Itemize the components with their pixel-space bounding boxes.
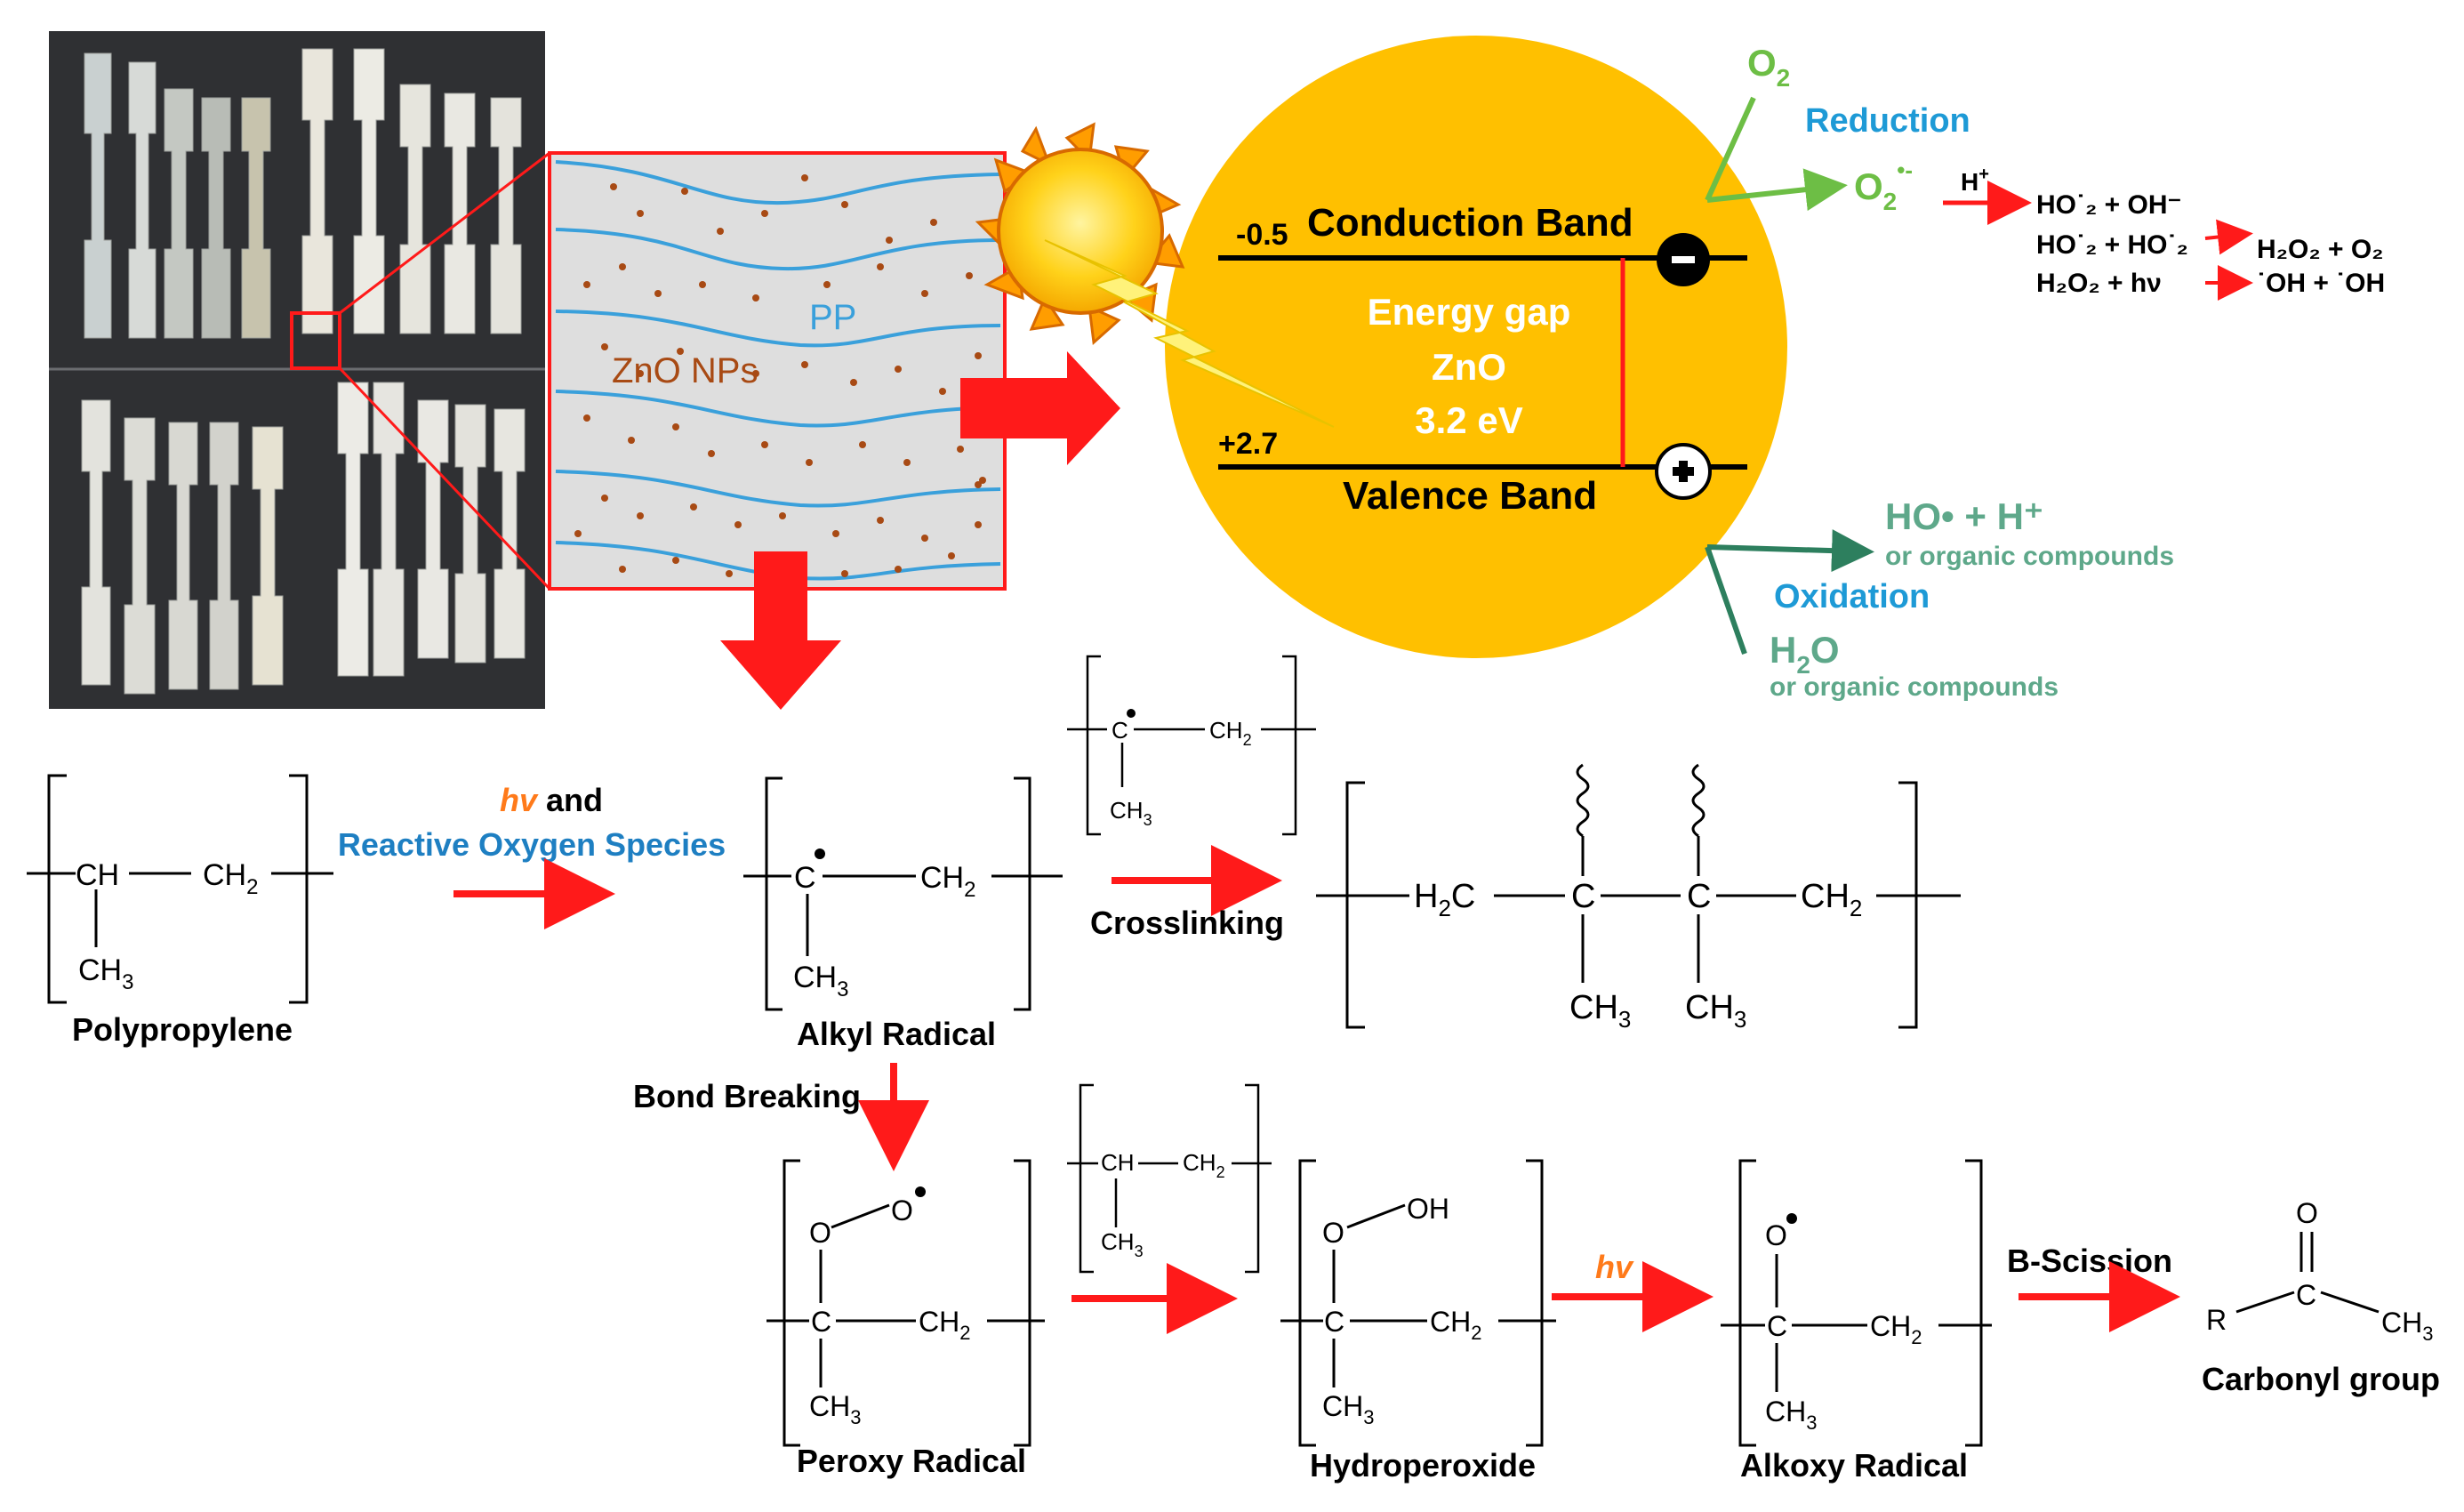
valence-band-label: Valence Band xyxy=(1343,474,1597,518)
carbonyl-r: R xyxy=(2206,1304,2227,1336)
small-pp-ch3: CH3 xyxy=(1101,1228,1144,1260)
polypropylene-structure xyxy=(27,774,333,1004)
hydroperoxide-c: C xyxy=(1324,1306,1344,1338)
hydroperoxide-label: Hydroperoxide xyxy=(1310,1447,1536,1484)
alkoxy-radical-structure xyxy=(1721,1159,1992,1447)
peroxy-radical-dot xyxy=(915,1186,926,1197)
zoom-line-bottom xyxy=(338,366,551,591)
zno-label: ZnO NPs xyxy=(612,351,758,390)
alkoxy-c: C xyxy=(1767,1310,1787,1342)
crosslinked-structure xyxy=(1316,763,1961,1029)
small-alkyl-ch3: CH3 xyxy=(1110,797,1152,829)
alkoxy-ch3: CH3 xyxy=(1765,1395,1817,1434)
peroxy-radical-label: Peroxy Radical xyxy=(797,1443,1026,1479)
alkyl-radical-dot xyxy=(815,848,825,859)
pp-ch: CH xyxy=(76,858,119,892)
reduction-label: Reduction xyxy=(1805,102,1970,140)
peroxy-o1: O xyxy=(809,1217,831,1249)
water-label: H2O xyxy=(1770,629,1840,679)
alkyl-radical-structure xyxy=(743,776,1063,1011)
hydroperoxide-o: O xyxy=(1322,1217,1344,1249)
small-pp-structure xyxy=(1067,1083,1272,1274)
alkyl-c: C xyxy=(794,861,816,895)
alkoxy-o: O xyxy=(1765,1219,1787,1251)
cl-c1: C xyxy=(1571,878,1595,915)
peroxy-ch2: CH2 xyxy=(919,1306,970,1344)
cl-h2c: H2C xyxy=(1414,878,1475,921)
zoom-line-top xyxy=(339,151,550,315)
oxidation-label: Oxidation xyxy=(1774,578,1930,615)
vb-value: +2.7 xyxy=(1218,427,1278,461)
hydroperoxide-ch3: CH3 xyxy=(1322,1390,1374,1428)
o2-label: O2 xyxy=(1747,42,1790,92)
small-alkyl-ch2: CH2 xyxy=(1209,717,1252,749)
carbonyl-o: O xyxy=(2296,1197,2318,1229)
carbonyl-c: C xyxy=(2296,1279,2316,1311)
ros-label: Reactive Oxygen Species xyxy=(338,826,726,863)
bond-breaking-label: Bond Breaking xyxy=(633,1078,861,1114)
b-scission-label: B-Scission xyxy=(2007,1243,2172,1279)
eq2-reactants: HO˙₂ + HO˙₂ xyxy=(2036,230,2188,260)
hv-and-label: hv and xyxy=(500,782,603,818)
peroxy-o2: O xyxy=(891,1194,913,1226)
hplus-label: H+ xyxy=(1961,165,1989,196)
oxidation-pathway: HO• + H⁺ or organic compounds Oxidation … xyxy=(1705,495,2174,702)
polypropylene-label: Polypropylene xyxy=(72,1011,293,1048)
alkoxy-ch2: CH2 xyxy=(1870,1310,1922,1348)
zno-band-diagram: -0.5 Conduction Band +2.7 Valence Band E… xyxy=(1165,36,1787,658)
cb-value: -0.5 xyxy=(1236,218,1288,252)
hydroperoxide-oh: OH xyxy=(1407,1193,1449,1225)
alkyl-radical-label: Alkyl Radical xyxy=(797,1016,996,1052)
cl-c2: C xyxy=(1687,878,1711,915)
energy-gap-material: ZnO xyxy=(1432,346,1506,388)
small-alkyl-c: C xyxy=(1112,717,1128,744)
small-pp-ch: CH xyxy=(1101,1149,1135,1176)
big-arrow-right xyxy=(960,351,1120,465)
peroxy-radical-structure xyxy=(766,1159,1045,1447)
energy-gap-value: 3.2 eV xyxy=(1415,399,1522,441)
small-pp-ch2: CH2 xyxy=(1183,1149,1225,1181)
small-alkyl-structure xyxy=(1067,655,1316,836)
oxidation-product-note: or organic compounds xyxy=(1885,542,2174,571)
energy-gap-label: Energy gap xyxy=(1368,291,1571,333)
hydroperoxide-structure xyxy=(1280,1159,1556,1447)
pp-zno-inset: PP ZnO NPs xyxy=(548,151,1007,591)
cl-ch2: CH2 xyxy=(1801,878,1862,921)
superoxide-label: O2•- xyxy=(1854,157,1913,215)
small-alkyl-dot xyxy=(1127,709,1136,718)
peroxy-c: C xyxy=(811,1306,831,1338)
crosslinking-label: Crosslinking xyxy=(1090,905,1284,941)
peroxy-ch3: CH3 xyxy=(809,1390,861,1428)
oxidation-product: HO• + H⁺ xyxy=(1885,495,2043,537)
pp-ch2: CH2 xyxy=(203,858,258,899)
eq3-reactants: H₂O₂ + hν xyxy=(2036,269,2162,298)
eq2-products: H₂O₂ + O₂ xyxy=(2257,235,2384,264)
pp-ch3: CH3 xyxy=(78,953,133,994)
cl-ch3-1: CH3 xyxy=(1569,989,1631,1033)
hydroperoxide-ch2: CH2 xyxy=(1430,1306,1481,1344)
alkyl-ch2: CH2 xyxy=(920,861,975,902)
eq3-products: ˙OH + ˙OH xyxy=(2257,269,2385,298)
carbonyl-ch3: CH3 xyxy=(2381,1307,2433,1345)
carbonyl-group-label: Carbonyl group xyxy=(2202,1361,2440,1397)
alkyl-ch3: CH3 xyxy=(793,961,848,1001)
specimen-photo xyxy=(49,31,545,709)
cl-ch3-2: CH3 xyxy=(1685,989,1746,1033)
eq1-products: HO˙₂ + OH⁻ xyxy=(2036,190,2181,220)
conduction-band-label: Conduction Band xyxy=(1307,201,1633,245)
hv-label: hv xyxy=(1595,1249,1634,1285)
alkoxy-radical-label: Alkoxy Radical xyxy=(1740,1447,1968,1484)
carbonyl-structure xyxy=(2235,1232,2380,1314)
reduction-pathway: O2 Reduction O2•- H+ HO˙₂ + OH⁻ HO˙₂ + H… xyxy=(1705,42,2385,301)
alkoxy-radical-dot xyxy=(1786,1213,1797,1224)
sun-icon xyxy=(975,122,1335,428)
water-note: or organic compounds xyxy=(1770,672,2059,702)
big-arrow-down xyxy=(720,551,841,710)
pp-label: PP xyxy=(809,298,856,337)
